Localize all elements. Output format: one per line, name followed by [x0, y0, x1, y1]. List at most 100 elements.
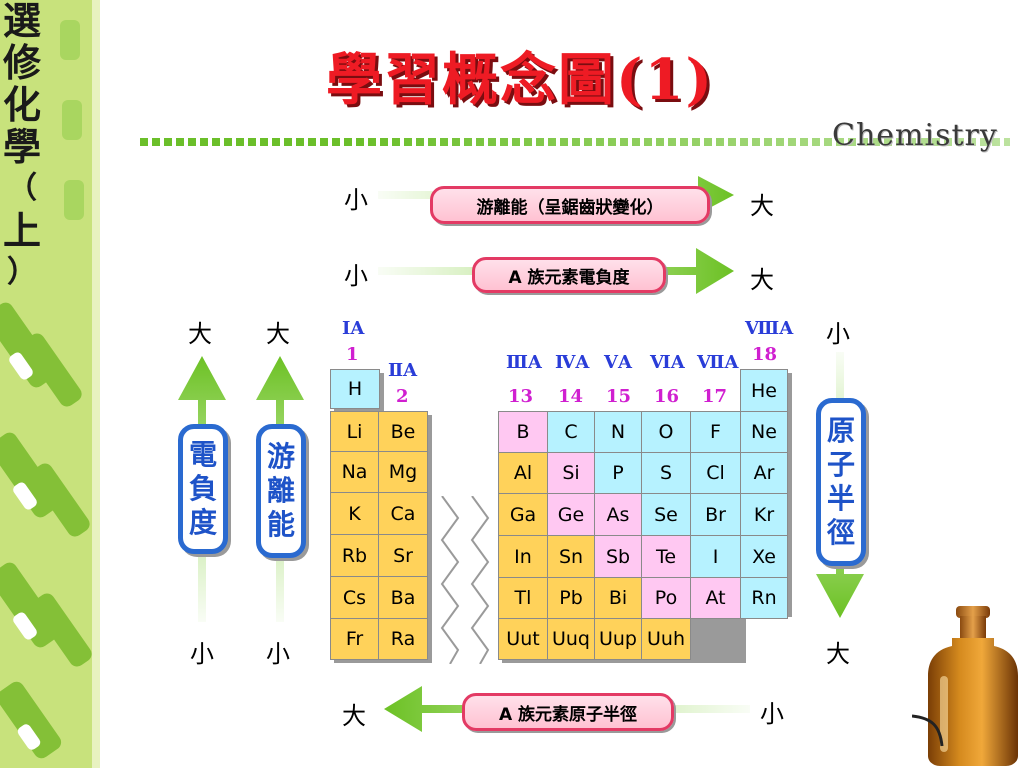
- electronegativity-vertical-label: 電 負 度: [178, 424, 228, 554]
- group-17-roman: ⅦA: [697, 352, 739, 373]
- element-cell: Na: [330, 451, 379, 493]
- element-cell: Ge: [547, 493, 595, 536]
- element-cell: Ca: [378, 492, 428, 535]
- sidebar-title-char: 修: [2, 40, 41, 85]
- radius-vertical-label: 原 子 半 徑: [816, 398, 866, 566]
- group-2-number: 2: [396, 386, 409, 407]
- sidebar-title: 選 修 化 學 （ 上 ）: [0, 0, 44, 294]
- element-cell: I: [690, 535, 741, 578]
- group-15-roman: ⅤA: [604, 352, 632, 373]
- sidebar-title-char: ）: [7, 255, 37, 290]
- element-cell: He: [740, 369, 788, 412]
- vertical-label-char: 半: [826, 482, 855, 515]
- element-cell: F: [690, 411, 741, 453]
- element-cell: Te: [641, 535, 691, 578]
- element-cell: B: [498, 411, 548, 453]
- element-cell: Uuq: [547, 618, 595, 660]
- element-cell: C: [547, 411, 595, 453]
- group-15-number: 15: [606, 386, 632, 407]
- group-14-number: 14: [558, 386, 584, 407]
- group-16-number: 16: [654, 386, 680, 407]
- element-cell: Po: [641, 577, 691, 619]
- element-cell: Ga: [498, 493, 548, 536]
- element-cell: Ra: [378, 618, 428, 660]
- vertical-label-char: 電: [188, 438, 217, 471]
- group-16-roman: ⅥA: [650, 352, 685, 373]
- element-cell: O: [641, 411, 691, 453]
- trend-max-label: 大: [750, 192, 774, 220]
- trend-min-label: 小: [760, 700, 784, 728]
- sidebar-decoration: [0, 0, 110, 768]
- element-cell: Mg: [378, 451, 428, 493]
- trend-min-label: 小: [344, 262, 368, 290]
- element-cell: Li: [330, 411, 379, 452]
- element-cell: Ba: [378, 576, 428, 619]
- element-cell: Rb: [330, 534, 379, 577]
- group-18-number: 18: [752, 344, 778, 365]
- element-cell: At: [690, 577, 741, 619]
- element-cell: Uuh: [641, 618, 691, 660]
- trend-max-label: 大: [266, 320, 290, 348]
- element-cell: Cs: [330, 576, 379, 619]
- element-cell: Rn: [740, 577, 788, 619]
- group-1-roman: ⅠA: [342, 318, 365, 339]
- vertical-label-char: 負: [188, 472, 217, 505]
- trend-min-label: 小: [190, 640, 214, 668]
- element-cell: Al: [498, 452, 548, 494]
- trend-min-label: 小: [826, 320, 850, 348]
- element-cell: Se: [641, 493, 691, 536]
- element-cell: Bi: [594, 577, 642, 619]
- element-cell: Kr: [740, 493, 788, 536]
- element-cell: N: [594, 411, 642, 453]
- element-cell: S: [641, 452, 691, 494]
- vertical-label-char: 原: [826, 414, 855, 447]
- vertical-label-char: 度: [188, 506, 217, 539]
- group-13-roman: ⅢA: [506, 352, 542, 373]
- table-break-marker: [440, 496, 490, 664]
- element-cell: In: [498, 535, 548, 578]
- element-cell: Si: [547, 452, 595, 494]
- sidebar-title-char: 學: [2, 124, 41, 169]
- sidebar-title-char: （: [7, 171, 37, 206]
- title-divider: [140, 137, 1010, 147]
- radius-trend-label: A 族元素原子半徑: [462, 693, 674, 731]
- element-cell: P: [594, 452, 642, 494]
- element-cell: Tl: [498, 577, 548, 619]
- vertical-label-char: 游: [266, 440, 295, 473]
- vertical-label-char: 離: [266, 474, 295, 507]
- group-17-number: 17: [702, 386, 728, 407]
- reagent-bottle-icon: [912, 606, 1018, 766]
- element-cell: Fr: [330, 618, 379, 660]
- ionization-trend-label: 游離能（呈鋸齒狀變化）: [430, 186, 710, 224]
- element-cell: K: [330, 492, 379, 535]
- group-14-roman: ⅣA: [555, 352, 590, 373]
- element-cell: As: [594, 493, 642, 536]
- group-18-roman: ⅧA: [745, 318, 794, 339]
- sidebar-title-char: 上: [2, 208, 41, 253]
- element-cell: Uut: [498, 618, 548, 660]
- element-cell: Cl: [690, 452, 741, 494]
- trend-max-label: 大: [750, 266, 774, 294]
- electronegativity-trend-label: A 族元素電負度: [472, 257, 666, 293]
- element-cell: Pb: [547, 577, 595, 619]
- subject-label: Chemistry: [832, 118, 998, 153]
- element-cell: Sb: [594, 535, 642, 578]
- sidebar-title-char: 化: [2, 82, 41, 127]
- trend-max-label: 大: [342, 702, 366, 730]
- element-cell: Ar: [740, 452, 788, 494]
- sidebar-title-char: 選: [2, 0, 41, 43]
- group-13-number: 13: [508, 386, 534, 407]
- element-cell: Be: [378, 411, 428, 452]
- element-cell: Ne: [740, 411, 788, 453]
- page-title: 學習概念圖(1): [326, 47, 714, 113]
- trend-max-label: 大: [826, 640, 850, 668]
- element-cell: Uup: [594, 618, 642, 660]
- element-cell: Sn: [547, 535, 595, 578]
- element-cell: H: [330, 369, 380, 409]
- group-1-number: 1: [346, 344, 359, 365]
- element-cell: Sr: [378, 534, 428, 577]
- trend-max-label: 大: [188, 320, 212, 348]
- trend-min-label: 小: [266, 640, 290, 668]
- group-2-roman: ⅡA: [388, 360, 418, 381]
- vertical-label-char: 徑: [826, 516, 855, 549]
